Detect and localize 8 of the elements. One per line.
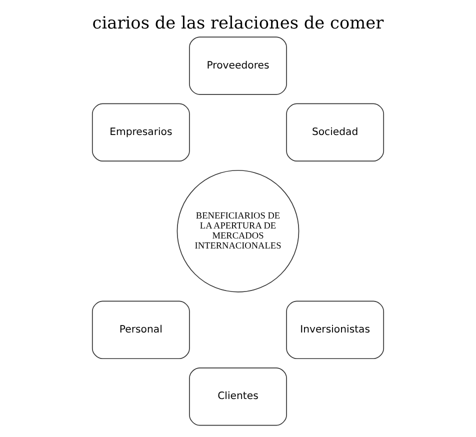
node-circle: BENEFICIARIOS DE LA APERTURA DE MERCADOS INTERNACIONALES bbox=[176, 170, 300, 292]
node-box: Sociedad bbox=[286, 103, 384, 162]
node-box: Empresarios bbox=[92, 103, 190, 162]
node-box: Inversionistas bbox=[286, 300, 384, 360]
node-box: Proveedores bbox=[189, 36, 287, 95]
node-box: Personal bbox=[92, 300, 190, 360]
node-box: Clientes bbox=[189, 367, 287, 426]
diagram-title: ciarios de las relaciones de comer bbox=[92, 12, 384, 33]
